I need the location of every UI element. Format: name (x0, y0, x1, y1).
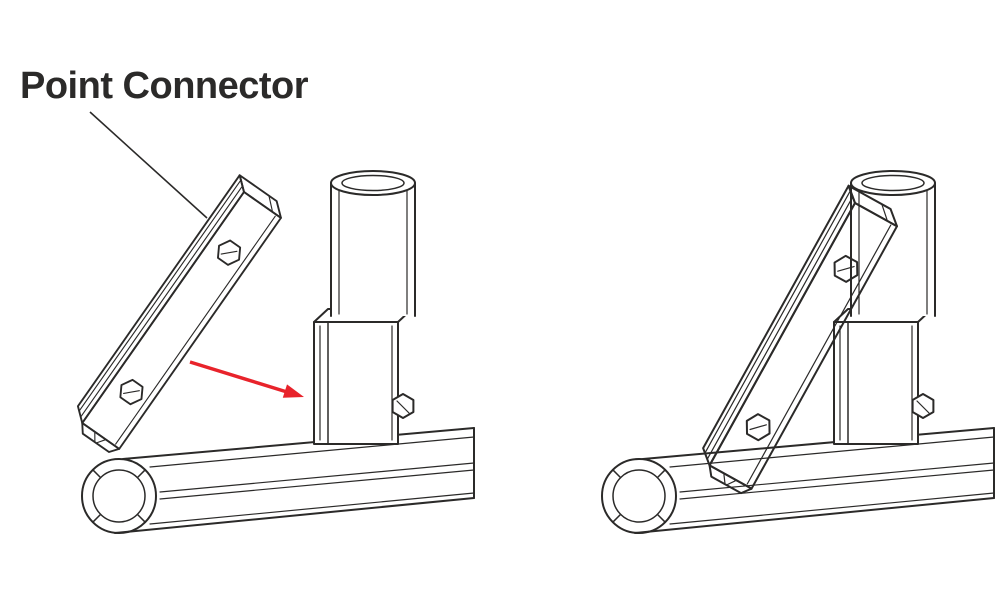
label-leader-line (89, 111, 208, 219)
t-junction-assembly (81, 170, 475, 534)
point-connector-bar (65, 174, 289, 457)
t-junction-assembly (601, 170, 995, 534)
insert-direction-arrow-icon (189, 360, 304, 398)
label-annotation: Point Connector (20, 65, 309, 219)
assembled-view (601, 170, 995, 534)
point-connector-label: Point Connector (20, 65, 309, 107)
exploded-view (65, 170, 475, 534)
